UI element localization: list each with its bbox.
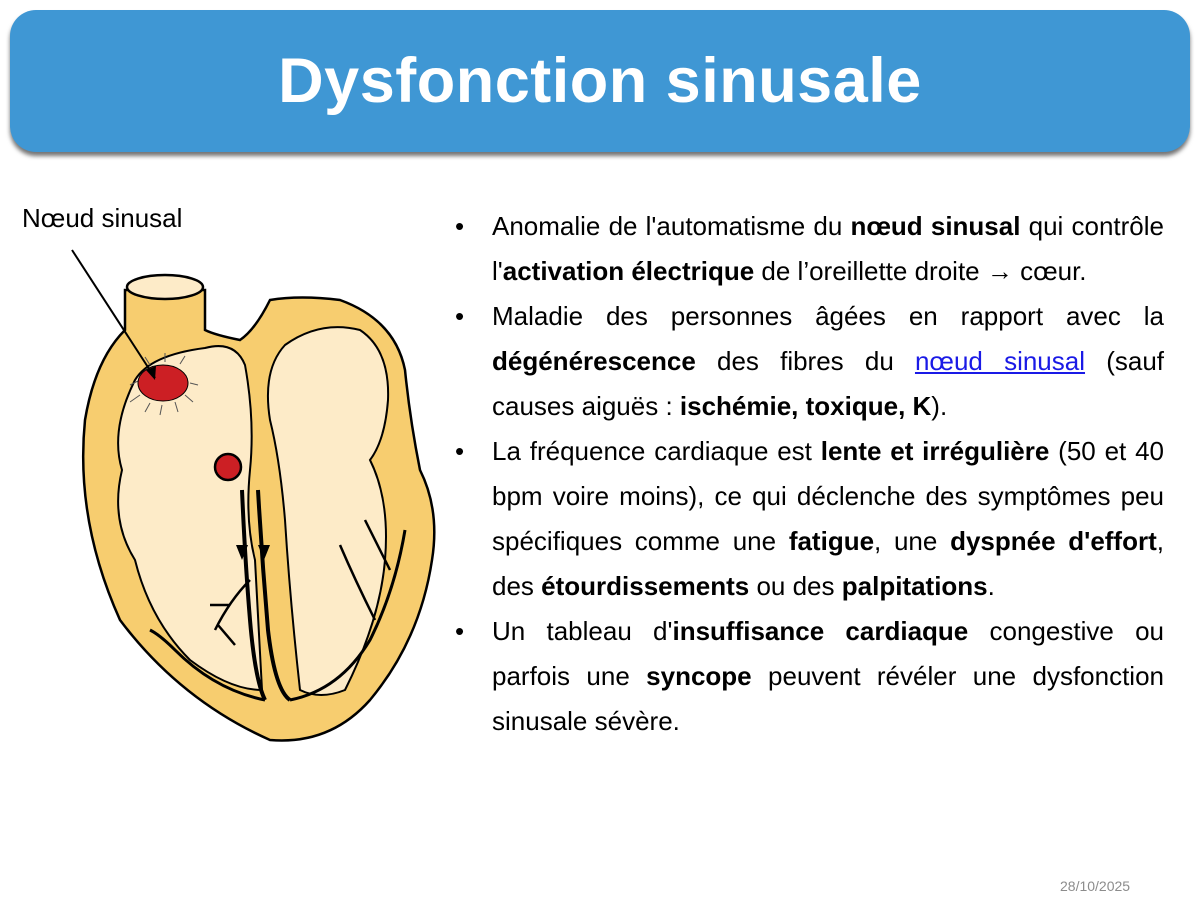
bold-text: syncope: [646, 661, 752, 691]
text: (50 et 40 bpm voire moins), ce qui décle…: [492, 436, 1165, 556]
text: congestive ou parfois une: [492, 616, 1164, 691]
slide-date: 28/10/2025: [1060, 878, 1131, 894]
bullet-list: • Anomalie de l'automatisme du nœud sinus…: [455, 204, 1164, 744]
bold-text: étourdissements: [541, 571, 750, 601]
text: La fréquence cardiaque est: [492, 436, 821, 466]
bold-text: dyspnée d'effort: [950, 526, 1157, 556]
text: , des: [492, 526, 1164, 601]
bullet-icon: •: [455, 616, 465, 646]
left-chamber: [266, 326, 390, 696]
bold-text: nœud sinusal: [850, 211, 1021, 241]
bold-text: palpitations: [841, 571, 988, 601]
text: des fibres du: [695, 346, 915, 376]
text: ).: [931, 391, 948, 421]
bullet-icon: •: [455, 211, 465, 241]
bullet-item: • La fréquence cardiaque est lente et irr…: [455, 429, 1164, 609]
title-banner: Dysfonction sinusale: [10, 10, 1190, 152]
bullet-item: • Un tableau d'insuffisance cardiaque con…: [455, 609, 1164, 744]
bullet-item: • Maladie des personnes âgées en rapport …: [455, 294, 1164, 429]
text: (sauf causes aiguës :: [492, 346, 1165, 421]
text: Maladie des personnes âgées en rapport a…: [492, 301, 1164, 331]
text: de l’oreillette droite → cœur.: [754, 256, 1087, 286]
conduction-arrow: [236, 545, 248, 560]
av-node: [213, 452, 243, 482]
text: peuvent révéler une dysfonction sinusale…: [492, 661, 1165, 736]
bullet-icon: •: [455, 301, 465, 331]
text: qui contrôle l': [492, 211, 1164, 286]
label-arrow: [71, 249, 156, 379]
slide-title: Dysfonction sinusale: [278, 46, 922, 116]
text: ou des: [749, 571, 842, 601]
bold-text: activation électrique: [502, 256, 755, 286]
bold-text: lente et irrégulière: [820, 436, 1050, 466]
vessel-opening: [125, 273, 205, 301]
bullet-icon: •: [455, 436, 465, 466]
conduction-arrow: [258, 545, 270, 560]
bold-text: fatigue: [788, 526, 875, 556]
text: Un tableau d': [492, 616, 673, 646]
text: , une: [874, 526, 951, 556]
figure-label-sinus-node: Nœud sinusal: [22, 203, 183, 233]
bold-text: dégénérescence: [492, 346, 696, 376]
link-noeud-sinusal[interactable]: nœud sinusal: [914, 346, 1086, 376]
bold-text: insuffisance cardiaque: [672, 616, 969, 646]
text: .: [987, 571, 995, 601]
text: Anomalie de l'automatisme du: [492, 211, 851, 241]
heart-conduction-diagram: [71, 249, 436, 742]
bullet-item: • Anomalie de l'automatisme du nœud sinus…: [455, 204, 1164, 294]
bold-text: ischémie, toxique, K: [679, 391, 932, 421]
